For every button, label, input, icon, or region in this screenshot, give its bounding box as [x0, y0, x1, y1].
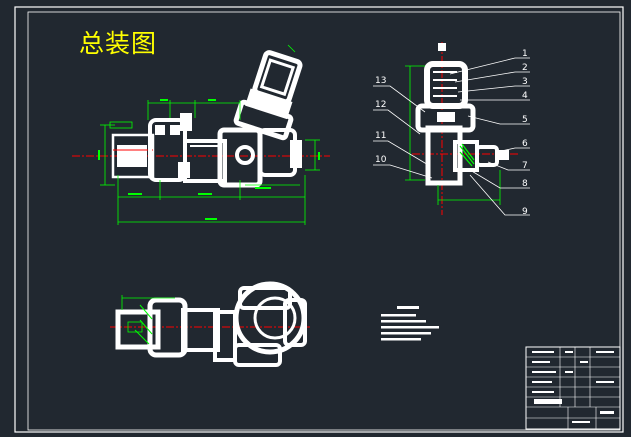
- main-assembly-view: [72, 44, 330, 225]
- part-number-13: 13: [375, 76, 387, 86]
- part-number-10: 10: [375, 155, 387, 165]
- part-number-12: 12: [375, 100, 387, 110]
- part-number-4: 4: [522, 91, 528, 101]
- technical-notes: [381, 306, 439, 341]
- part-number-1: 1: [522, 49, 528, 59]
- title-block: [525, 346, 621, 430]
- outer-frame: [14, 6, 624, 433]
- drawing-title: 总装图: [79, 29, 158, 58]
- part-number-5: 5: [522, 115, 528, 125]
- bottom-assembly-view: [110, 281, 310, 367]
- part-number-7: 7: [522, 161, 528, 171]
- inner-frame: [27, 11, 621, 431]
- part-number-9: 9: [522, 207, 528, 217]
- side-assembly-view: [373, 42, 530, 216]
- part-number-8: 8: [522, 179, 528, 189]
- part-number-2: 2: [522, 63, 528, 73]
- part-number-6: 6: [522, 139, 528, 149]
- part-number-11: 11: [375, 131, 387, 141]
- part-number-3: 3: [522, 77, 528, 87]
